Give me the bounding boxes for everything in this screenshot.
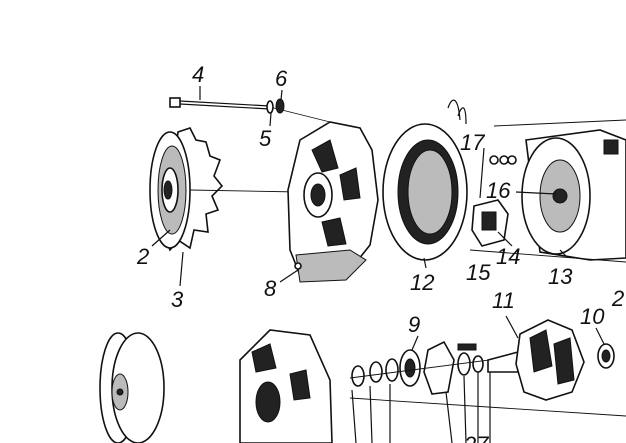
label-16: 16 (486, 178, 511, 203)
label-11: 11 (492, 288, 515, 313)
through-bolt (169, 97, 331, 123)
leader-lines (151, 86, 605, 443)
stator (382, 99, 468, 261)
rotor (349, 319, 626, 417)
label-10: 10 (580, 304, 605, 329)
label-5: 5 (259, 126, 272, 151)
lower-pulley (99, 332, 165, 443)
label-13: 13 (548, 264, 573, 289)
nut-6 (275, 98, 285, 114)
label-6: 6 (275, 66, 288, 91)
label-8: 8 (264, 276, 277, 301)
label-17: 17 (460, 130, 485, 155)
label-4: 4 (192, 62, 204, 87)
slip-ring-housing (469, 119, 626, 263)
brush-holder (471, 155, 517, 247)
label-9: 9 (408, 312, 420, 337)
label-14: 14 (496, 244, 520, 269)
label-2: 2 (136, 244, 149, 269)
lower-housing (239, 329, 333, 443)
label-2-partial: 2 (611, 286, 624, 311)
label-12: 12 (410, 270, 434, 295)
label-27: 27 (463, 432, 489, 443)
label-15: 15 (466, 260, 491, 285)
washer-5 (266, 100, 274, 114)
label-3: 3 (171, 287, 184, 312)
pulley-fan (149, 127, 301, 252)
drive-end-housing (287, 121, 379, 283)
